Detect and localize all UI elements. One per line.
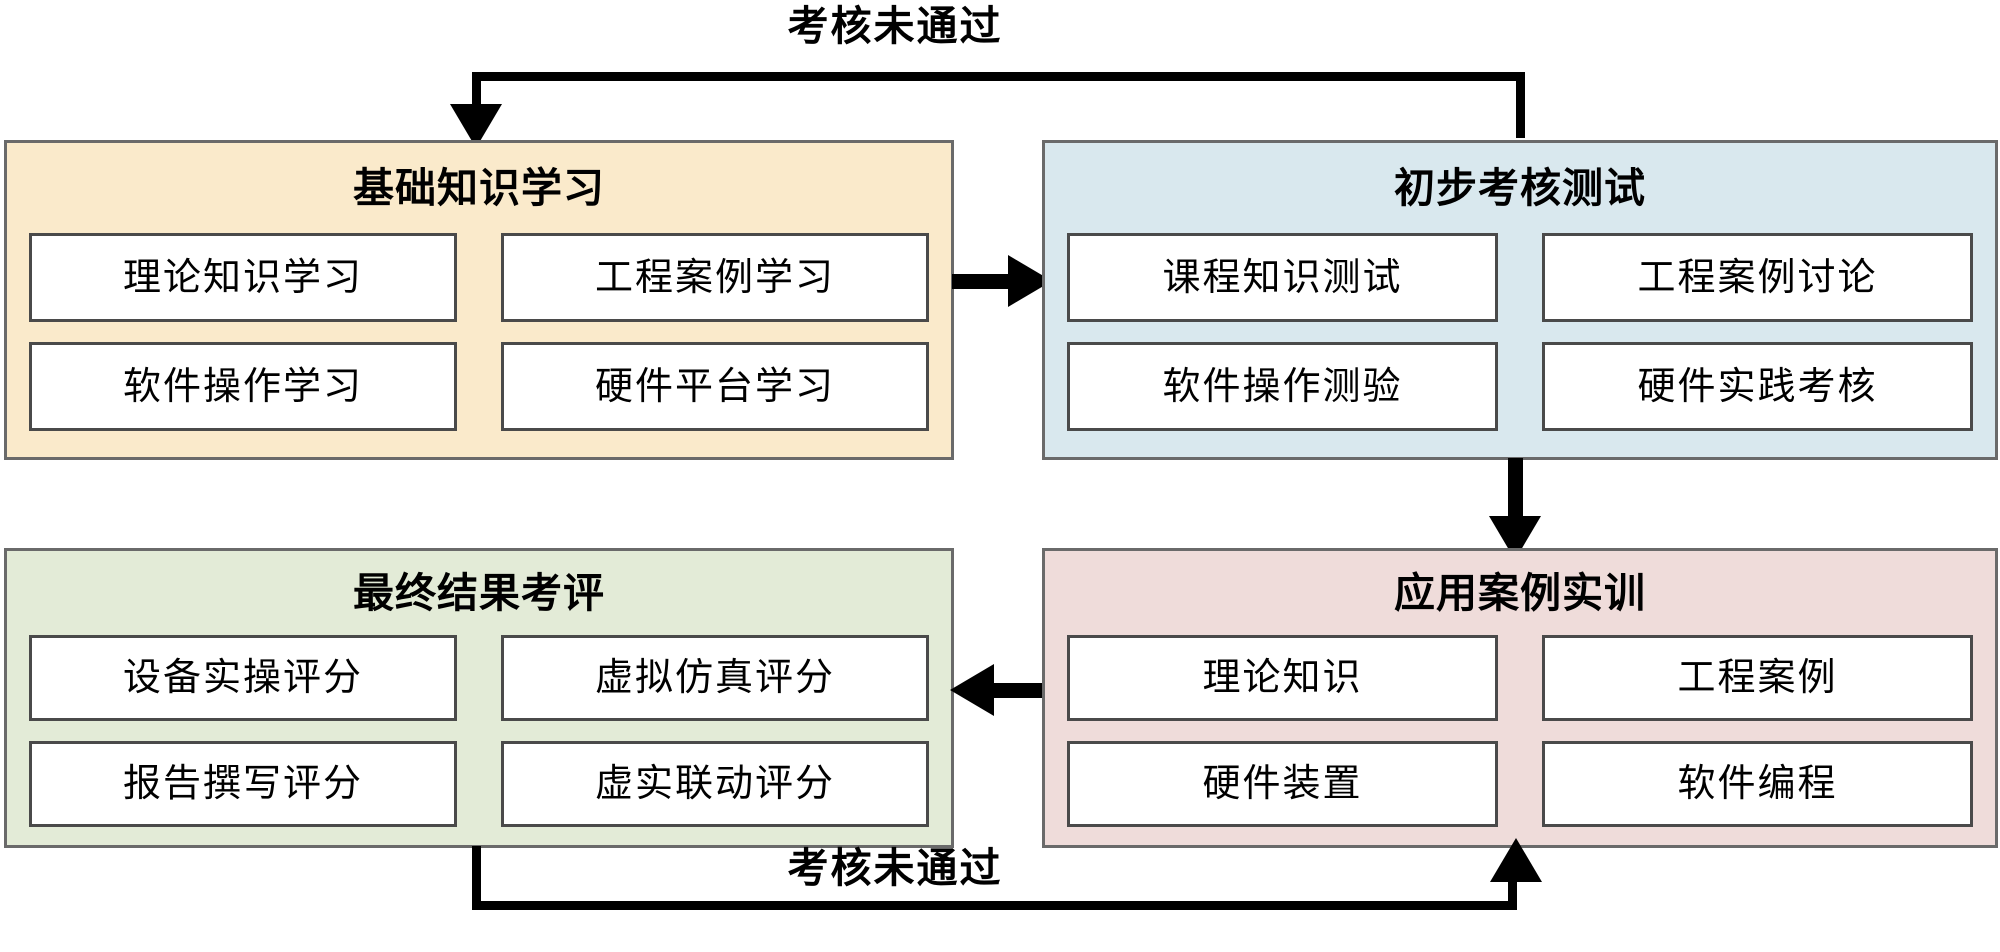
group-application-case-training[interactable]: 应用案例实训 理论知识 工程案例 硬件装置 软件编程 (1042, 548, 1998, 848)
edge-label-feedback-top: 考核未通过 (787, 3, 1003, 49)
sub-grid-application-case-training: 理论知识 工程案例 硬件装置 软件编程 (1067, 635, 1973, 827)
group-title-preliminary-assessment-test: 初步考核测试 (1394, 165, 1646, 211)
edge-feedback-top-riser (1516, 72, 1525, 138)
sub-item[interactable]: 虚拟仿真评分 (501, 635, 929, 721)
sub-item[interactable]: 设备实操评分 (29, 635, 457, 721)
sub-item[interactable]: 理论知识 (1067, 635, 1498, 721)
group-title-basic-knowledge-learning: 基础知识学习 (353, 165, 605, 211)
sub-grid-final-result-evaluation: 设备实操评分 虚拟仿真评分 报告撰写评分 虚实联动评分 (29, 635, 929, 827)
group-title-final-result-evaluation: 最终结果考评 (353, 570, 605, 616)
sub-item[interactable]: 工程案例讨论 (1542, 233, 1973, 322)
sub-item[interactable]: 工程案例 (1542, 635, 1973, 721)
sub-item[interactable]: 课程知识测试 (1067, 233, 1498, 322)
edge-feedback-bottom-riser (472, 846, 481, 910)
group-title-application-case-training: 应用案例实训 (1394, 570, 1646, 616)
edge-feedback-bottom-horizontal (472, 901, 1516, 910)
edge-label-feedback-bottom: 考核未通过 (787, 845, 1003, 891)
sub-grid-basic-knowledge-learning: 理论知识学习 工程案例学习 软件操作学习 硬件平台学习 (29, 233, 929, 431)
edge-feedback-bottom-arrowhead (1490, 838, 1542, 882)
sub-item[interactable]: 硬件平台学习 (501, 342, 929, 431)
edge-learn-to-test-shaft (952, 274, 1010, 289)
sub-item[interactable]: 软件操作测验 (1067, 342, 1498, 431)
sub-item[interactable]: 报告撰写评分 (29, 741, 457, 827)
edge-training-to-evaluation-shaft (992, 683, 1050, 698)
edge-test-to-training-shaft (1508, 458, 1523, 520)
sub-item[interactable]: 工程案例学习 (501, 233, 929, 322)
sub-item[interactable]: 软件操作学习 (29, 342, 457, 431)
edge-feedback-top-drop (472, 72, 481, 110)
edge-feedback-top-horizontal (472, 72, 1525, 81)
group-final-result-evaluation[interactable]: 最终结果考评 设备实操评分 虚拟仿真评分 报告撰写评分 虚实联动评分 (4, 548, 954, 848)
sub-item[interactable]: 软件编程 (1542, 741, 1973, 827)
edge-training-to-evaluation-arrowhead (950, 664, 994, 716)
sub-item[interactable]: 理论知识学习 (29, 233, 457, 322)
sub-item[interactable]: 硬件实践考核 (1542, 342, 1973, 431)
group-basic-knowledge-learning[interactable]: 基础知识学习 理论知识学习 工程案例学习 软件操作学习 硬件平台学习 (4, 140, 954, 460)
group-preliminary-assessment-test[interactable]: 初步考核测试 课程知识测试 工程案例讨论 软件操作测验 硬件实践考核 (1042, 140, 1998, 460)
sub-grid-preliminary-assessment-test: 课程知识测试 工程案例讨论 软件操作测验 硬件实践考核 (1067, 233, 1973, 431)
sub-item[interactable]: 虚实联动评分 (501, 741, 929, 827)
sub-item[interactable]: 硬件装置 (1067, 741, 1498, 827)
edge-feedback-bottom-drop (1508, 880, 1517, 910)
